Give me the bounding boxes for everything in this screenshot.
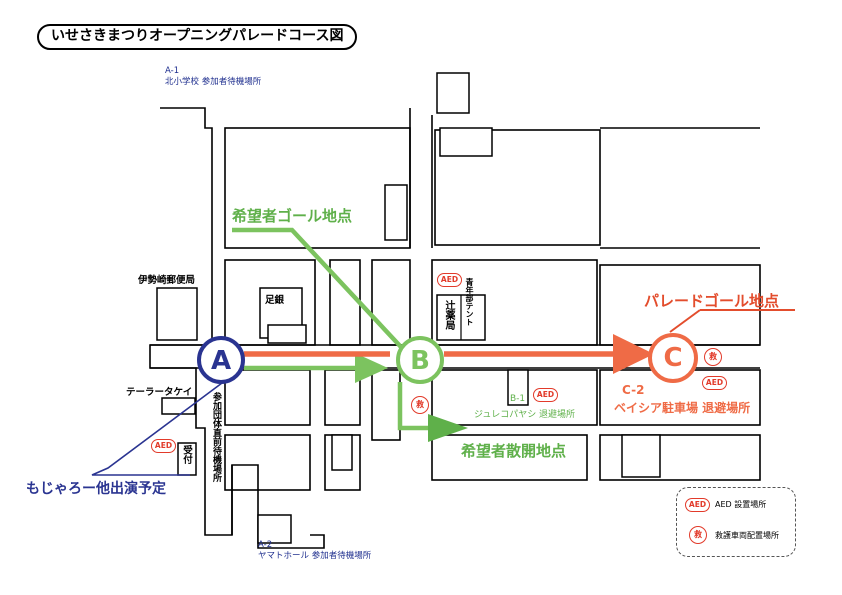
aed-badge-b1: AED <box>533 388 558 402</box>
building <box>621 434 661 478</box>
street-outline <box>149 107 325 549</box>
orange-arrow-head <box>613 334 654 374</box>
b1-building <box>507 369 529 406</box>
block <box>324 369 361 426</box>
legend-aed-badge: AED <box>685 498 710 512</box>
b1-code: B-1 <box>510 394 526 404</box>
tailor-label: テーラータケイ <box>126 387 193 398</box>
participants-waiting-label: 参加団体直前待機場所 <box>211 392 221 482</box>
a1-label: 北小学校 参加者待機場所 <box>165 77 262 87</box>
legend-box: AED AED 設置場所 救 救護車両配置場所 <box>676 487 796 557</box>
block <box>224 369 311 426</box>
block <box>371 369 401 441</box>
legend-aed-text: AED 設置場所 <box>715 500 767 509</box>
building-north <box>436 72 470 114</box>
green-arrow-head <box>355 353 388 383</box>
aed-badge-c: AED <box>702 376 727 390</box>
aed-badge-reception: AED <box>151 439 176 453</box>
reception-label: 受付 <box>181 445 192 464</box>
block <box>434 129 601 246</box>
block <box>599 434 761 481</box>
point-b-marker: B <box>396 336 444 384</box>
buildings <box>156 72 661 544</box>
goal-hope-label: 希望者ゴール地点 <box>232 207 353 225</box>
building <box>267 324 307 344</box>
route-b-disband <box>397 382 430 431</box>
legend-ambulance-badge: 救 <box>689 526 707 544</box>
c2-code: C-2 <box>622 383 645 397</box>
aed-badge-pharmacy: AED <box>437 273 462 287</box>
mojaro-label: もじゃろー他出演予定 <box>26 481 166 497</box>
green-route <box>232 227 430 431</box>
ambulance-badge-c: 救 <box>704 348 722 366</box>
building <box>331 434 353 471</box>
a2-code: A-2 <box>258 540 273 550</box>
a1-code: A-1 <box>165 66 180 76</box>
green-arrow-head <box>428 414 468 442</box>
ashikaga-label: 足銀 <box>265 295 285 306</box>
point-c-marker: C <box>648 333 698 383</box>
parade-goal-leader <box>669 309 701 333</box>
route-goal-hope <box>232 227 417 364</box>
post-office-label: 伊勢崎郵便局 <box>138 275 196 286</box>
b1-label: ジュレコパヤシ 退避場所 <box>474 410 576 420</box>
parade-goal-label: パレードゴール地点 <box>644 292 780 310</box>
a2-label: ヤマトホール 参加者待機場所 <box>258 551 372 561</box>
mojaro-leader <box>91 382 223 476</box>
point-a-marker: A <box>197 336 245 384</box>
block <box>224 434 311 491</box>
building <box>384 184 408 241</box>
page-title: いせさきまつりオープニングパレードコース図 <box>37 24 358 50</box>
block <box>371 259 411 346</box>
youth-tent-label: 青年部テント <box>465 278 474 326</box>
ambulance-badge-b: 救 <box>411 396 429 414</box>
a2-building <box>257 514 292 544</box>
post-office-building <box>156 287 198 341</box>
c2-label: ベイシア駐車場 退避場所 <box>614 401 751 415</box>
disband-hope-label: 希望者散開地点 <box>461 442 567 460</box>
tsuji-pharmacy-label: 辻薬局 <box>443 300 454 330</box>
block <box>431 434 588 481</box>
building <box>439 127 493 157</box>
legend-ambulance-text: 救護車両配置場所 <box>715 531 779 540</box>
